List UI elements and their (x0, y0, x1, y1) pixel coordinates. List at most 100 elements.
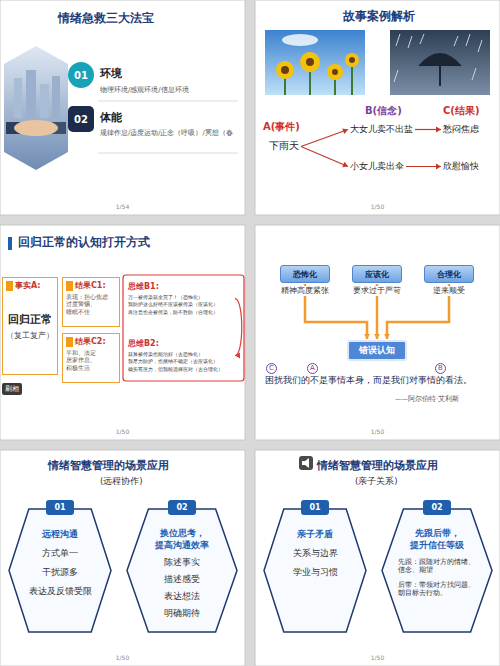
arrowhead (436, 164, 441, 170)
hex-item: 陈述事实 (126, 557, 238, 569)
slide-background (0, 0, 245, 215)
speaker-icon (302, 458, 309, 468)
umbrella-shape (418, 53, 462, 66)
row-heading: 环境 (100, 66, 122, 81)
slide-title: 情绪智慧管理的场景应用 (317, 458, 438, 473)
fact-sub: （复工复产） (6, 331, 54, 341)
thought-box: 思维B1: 万一被传染就全完了！（恐怖化） 我防护这么好绝不应该被传染（应该化） … (127, 280, 233, 317)
box-caption: 要求过于严苛 (352, 286, 402, 296)
quote-author: ——阿尔伯特·艾利斯 (395, 395, 459, 404)
divider-line (98, 101, 238, 102)
building-shape (26, 70, 36, 118)
connector-line (235, 299, 242, 356)
hexagon-card: 远程沟通方式单一干扰源多表达及反馈受限01 (8, 508, 112, 633)
hexagon-shape (264, 509, 366, 632)
page-number: 1/54 (0, 203, 245, 210)
number-badge: 02 (68, 106, 94, 132)
hex-item: 关系与边界 (263, 548, 367, 560)
result-box: 错误认知 (347, 340, 407, 361)
slide-panel: 情绪急救三大法宝1/540102 (0, 0, 245, 215)
page-number: 1/50 (255, 654, 500, 661)
result-node: 愁闷焦虑 (443, 123, 479, 136)
hex-item: 描述感受 (126, 574, 238, 586)
story-text: 下雨天 (269, 140, 299, 153)
slide-title: 情绪智慧管理的场景应用 (48, 458, 169, 473)
sunflower-center (306, 58, 314, 66)
title-bar (8, 237, 12, 250)
hex-item: 学业与习惯 (263, 567, 367, 579)
connector (415, 127, 441, 133)
slide-panel: 情绪智慧管理的场景应用(远程协作)1/50远程沟通方式单一干扰源多表达及反馈受限… (0, 450, 245, 666)
number-circle: 01 (68, 62, 94, 88)
arrowhead (342, 128, 348, 134)
story-text: 欣慰愉快 (443, 160, 479, 173)
slide-subtitle: (亲子关系) (355, 476, 398, 488)
label-text: 合理化 (437, 269, 461, 280)
circled-letter: C (266, 363, 277, 374)
row-detail: 物理环境/感观环境/信息环境 (100, 85, 242, 95)
hex-item: 方式单一 (8, 548, 112, 560)
page-number: 1/50 (255, 428, 500, 435)
slide-title: 故事案例解析 (343, 8, 415, 25)
thought-body: 就算被传染也能治好（去恐怖化） 我尽力防护，也接纳不确定（去应该化） 确实有压力… (128, 351, 232, 373)
quote-text: 困扰我们的不是事情本身，而是我们对事情的看法。 (265, 375, 472, 387)
stem-line (309, 72, 311, 95)
label-text: 恐怖化 (293, 269, 317, 280)
arrowhead (384, 334, 390, 339)
hexagon-shape (382, 509, 492, 632)
process-box: 应该化 (352, 265, 402, 283)
sunflower (327, 64, 343, 80)
slide-subtitle: (远程协作) (100, 476, 143, 488)
fact-main: 回归正常 (6, 313, 54, 327)
hex-heading: 换位思考， 提高沟通效率 (147, 528, 217, 552)
hex-item: 表达想法 (126, 591, 238, 603)
cloud-shape (282, 34, 318, 46)
connector-line (301, 147, 348, 167)
sunflower-center (281, 66, 289, 74)
result-box: 结果C1:表现：担心焦虑 过度警惕、睡眠不佳 (62, 277, 120, 327)
hexagon-shape (9, 509, 111, 632)
connector (301, 128, 348, 146)
circled-letter: B (435, 363, 446, 374)
page-number: 1/50 (255, 203, 500, 210)
tab-number: 01 (309, 503, 320, 512)
story-text: 大女儿卖不出盐 (350, 123, 413, 136)
stem-line (284, 78, 286, 95)
connector (406, 164, 441, 170)
handshake-photo (4, 46, 68, 170)
umbrella-handle (439, 66, 441, 86)
thought-heading: 思维B1: (128, 281, 232, 292)
box-heading: 结果C1: (66, 281, 116, 291)
rain-photo (390, 30, 490, 95)
number-tab: 02 (168, 500, 196, 515)
tab-number: 02 (176, 503, 187, 512)
sunflower (276, 61, 294, 79)
hex-item: 干扰源多 (8, 567, 112, 579)
story-text: 小女儿卖出伞 (350, 160, 404, 173)
arrowhead (364, 334, 370, 339)
circled-letter: A (307, 363, 318, 374)
column-heading: B(信念) (365, 104, 402, 118)
hex-item: 先跟：跟随对方的情绪、信念、期望 (398, 558, 476, 575)
row-heading: 体能 (100, 110, 122, 125)
box-caption: 逆来顺受 (432, 286, 466, 296)
result-node: 欣慰愉快 (443, 160, 479, 173)
divider-line (98, 153, 238, 154)
thought-body: 万一被传染就全完了！（恐怖化） 我防护这么好绝不应该被传染（应该化） 再注意也会… (128, 294, 232, 316)
box-caption: 精神高度紧张 (280, 286, 330, 296)
hexagon-card: 先跟后带， 提升信任等级先跟：跟随对方的情绪、信念、期望后带：带领对方找问题、朝… (381, 508, 493, 633)
label-text: 应该化 (365, 269, 389, 280)
thought-heading: 思维B2: (128, 338, 232, 349)
box-body: 平和、淡定 居家作息、积极生活 (66, 350, 116, 372)
slide-background (255, 0, 500, 215)
speaker-badge (299, 456, 313, 470)
slide-background (255, 225, 500, 440)
arrowhead (374, 334, 380, 339)
sunflower-photo (265, 30, 365, 95)
hex-heading: 先跟后带， 提升信任等级 (400, 528, 474, 552)
label-text: 错误认知 (359, 344, 395, 357)
row-detail: 规律作息/适度运动/正念（呼吸）/冥想（春 (100, 129, 242, 138)
arrowhead (235, 353, 240, 359)
thought-box: 思维B2: 就算被传染也能治好（去恐怖化） 我尽力防护，也接纳不确定（去应该化） … (127, 337, 233, 374)
hex-heading: 亲子矛盾 (263, 528, 367, 541)
